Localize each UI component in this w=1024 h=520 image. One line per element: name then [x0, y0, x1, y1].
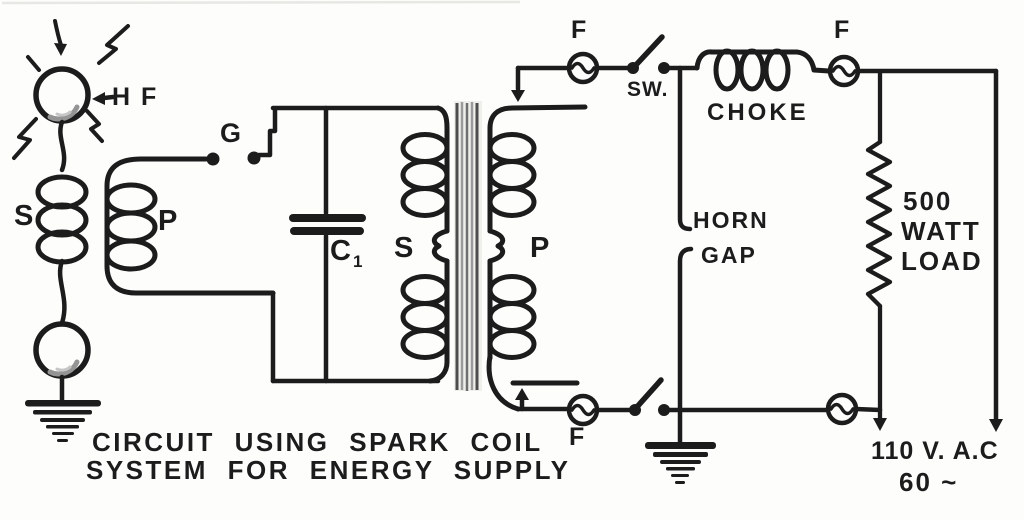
hf-arrow-shaft [101, 94, 116, 101]
supply-label-line2: 60 ~ [899, 467, 959, 497]
spark-coil-primary [104, 156, 276, 296]
horn-gap-label-line2: GAP [701, 242, 757, 268]
tuning-loop [270, 105, 441, 384]
horn-gap [677, 65, 694, 445]
capacitor-label-sub: 1 [352, 251, 365, 271]
load-label-line3: LOAD [901, 246, 983, 276]
switch-bottom-terminal-left [629, 404, 641, 416]
switch-label: SW. [627, 78, 669, 101]
gap-terminal-left [206, 152, 220, 166]
fuse-bottom-left-icon [566, 393, 600, 427]
load-label-line2: WATT [901, 216, 981, 246]
fuse-top-right-label: F [834, 16, 852, 44]
choke-label: CHOKE [707, 99, 809, 126]
xfmr-primary-label: P [530, 232, 552, 264]
supply-line-arrow [989, 419, 1003, 432]
fuse-bottom-left-label: F [569, 423, 587, 451]
spark-ball-top [33, 66, 91, 124]
wire [256, 106, 278, 158]
caption-line2: SYSTEM FOR ENERGY SUPPLY [86, 455, 571, 485]
gap-label: G [220, 118, 244, 148]
spark-arrow-head [54, 43, 67, 56]
fuse-top-left-label: F [571, 16, 589, 44]
load-label-line1: 500 [903, 186, 953, 216]
transformer-core [454, 101, 482, 391]
choke-coil [694, 48, 832, 92]
wire [853, 406, 883, 413]
spark-rays-icon [12, 19, 130, 160]
primary-bottom-arrow [515, 388, 529, 400]
switch-top-terminal-left [627, 62, 639, 74]
scan-artifact [1, 0, 521, 5]
horn-gap-label-line1: HORN [693, 207, 769, 233]
capacitor-label: C1 [330, 236, 364, 271]
switch-top-terminal-right [658, 62, 670, 74]
transformer-secondary-winding [400, 105, 450, 384]
load-line-arrow [873, 418, 887, 431]
switch-bottom-blade [633, 377, 664, 411]
spark-ball-bottom [33, 321, 91, 379]
capacitor-label-main: C [330, 235, 353, 267]
hf-arrow-head [92, 92, 105, 105]
switch-bottom-terminal-right [658, 404, 670, 416]
spark-coil-secondary [35, 174, 89, 265]
xfmr-secondary-label: S [394, 232, 416, 264]
load-resistor [865, 68, 893, 424]
ground-symbol-left [25, 400, 101, 442]
supply-label-line1: 110 V. A.C [871, 437, 999, 465]
spark-primary-label: P [158, 205, 180, 237]
capacitor-c1-plates [289, 214, 366, 235]
primary-top-arrow [511, 90, 525, 102]
fuse-top-right-icon [827, 54, 861, 88]
spark-secondary-label: S [14, 200, 36, 232]
hf-label: H F [112, 83, 159, 111]
transformer-primary-winding [486, 104, 588, 412]
gap-terminal-right [247, 151, 261, 165]
wire [58, 119, 67, 173]
fuse-top-left-icon [566, 51, 600, 85]
switch-top-blade [632, 34, 665, 69]
wire [57, 258, 67, 326]
fuse-bottom-right-icon [825, 392, 859, 426]
ground-symbol-right [645, 442, 716, 484]
caption-line1: CIRCUIT USING SPARK COIL [92, 427, 543, 457]
